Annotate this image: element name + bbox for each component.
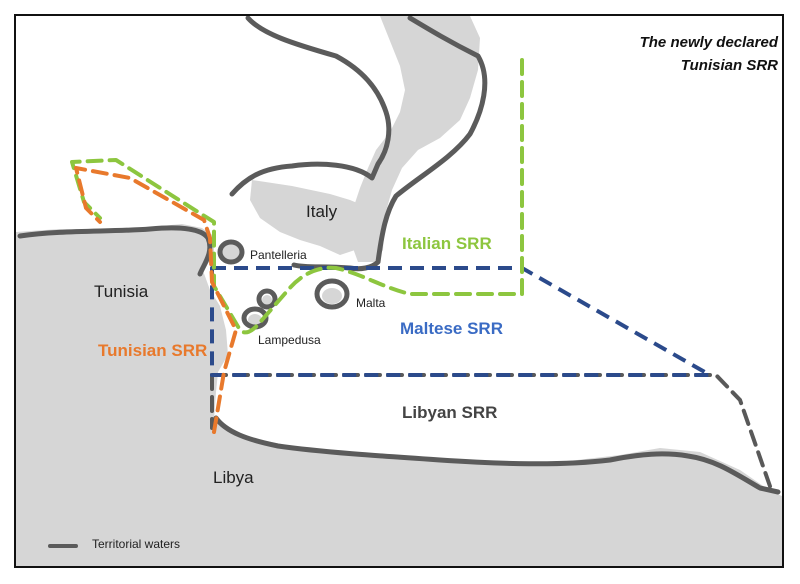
linosa-island — [262, 295, 272, 305]
label-maltese-srr: Maltese SRR — [400, 319, 503, 338]
lampedusa-island — [248, 314, 262, 326]
label-tunisia: Tunisia — [94, 282, 149, 301]
pantelleria-island — [222, 244, 240, 260]
label-tunisian-srr: Tunisian SRR — [98, 341, 208, 360]
maltese-srr-boundary — [210, 266, 712, 377]
libya-territorial-waters — [213, 415, 781, 495]
tunisia-land — [16, 224, 228, 566]
italy-territorial-waters — [229, 16, 392, 197]
map-title-line-2: Tunisian SRR — [680, 57, 778, 74]
linosa-territorial-waters — [256, 288, 278, 310]
sicily-island — [250, 180, 362, 255]
label-libya: Libya — [213, 468, 254, 487]
tunisia-territorial-waters — [17, 225, 213, 277]
label-lampedusa: Lampedusa — [258, 333, 321, 347]
malta-territorial-waters — [314, 278, 350, 310]
label-malta: Malta — [356, 296, 386, 310]
label-pantelleria: Pantelleria — [250, 248, 307, 262]
pantelleria-territorial-waters — [217, 239, 245, 265]
legend-territorial-waters-label: Territorial waters — [92, 537, 181, 551]
malta-island — [322, 288, 342, 304]
label-italy: Italy — [306, 202, 338, 221]
italian-srr-boundary — [70, 58, 524, 335]
italy-peninsula — [350, 16, 480, 262]
legend-territorial-waters-swatch — [48, 544, 78, 548]
label-italian-srr: Italian SRR — [402, 234, 492, 253]
label-libyan-srr: Libyan SRR — [402, 403, 498, 422]
tunisian-srr-boundary — [74, 166, 238, 434]
map-title-line-1: The newly declared — [639, 34, 778, 51]
